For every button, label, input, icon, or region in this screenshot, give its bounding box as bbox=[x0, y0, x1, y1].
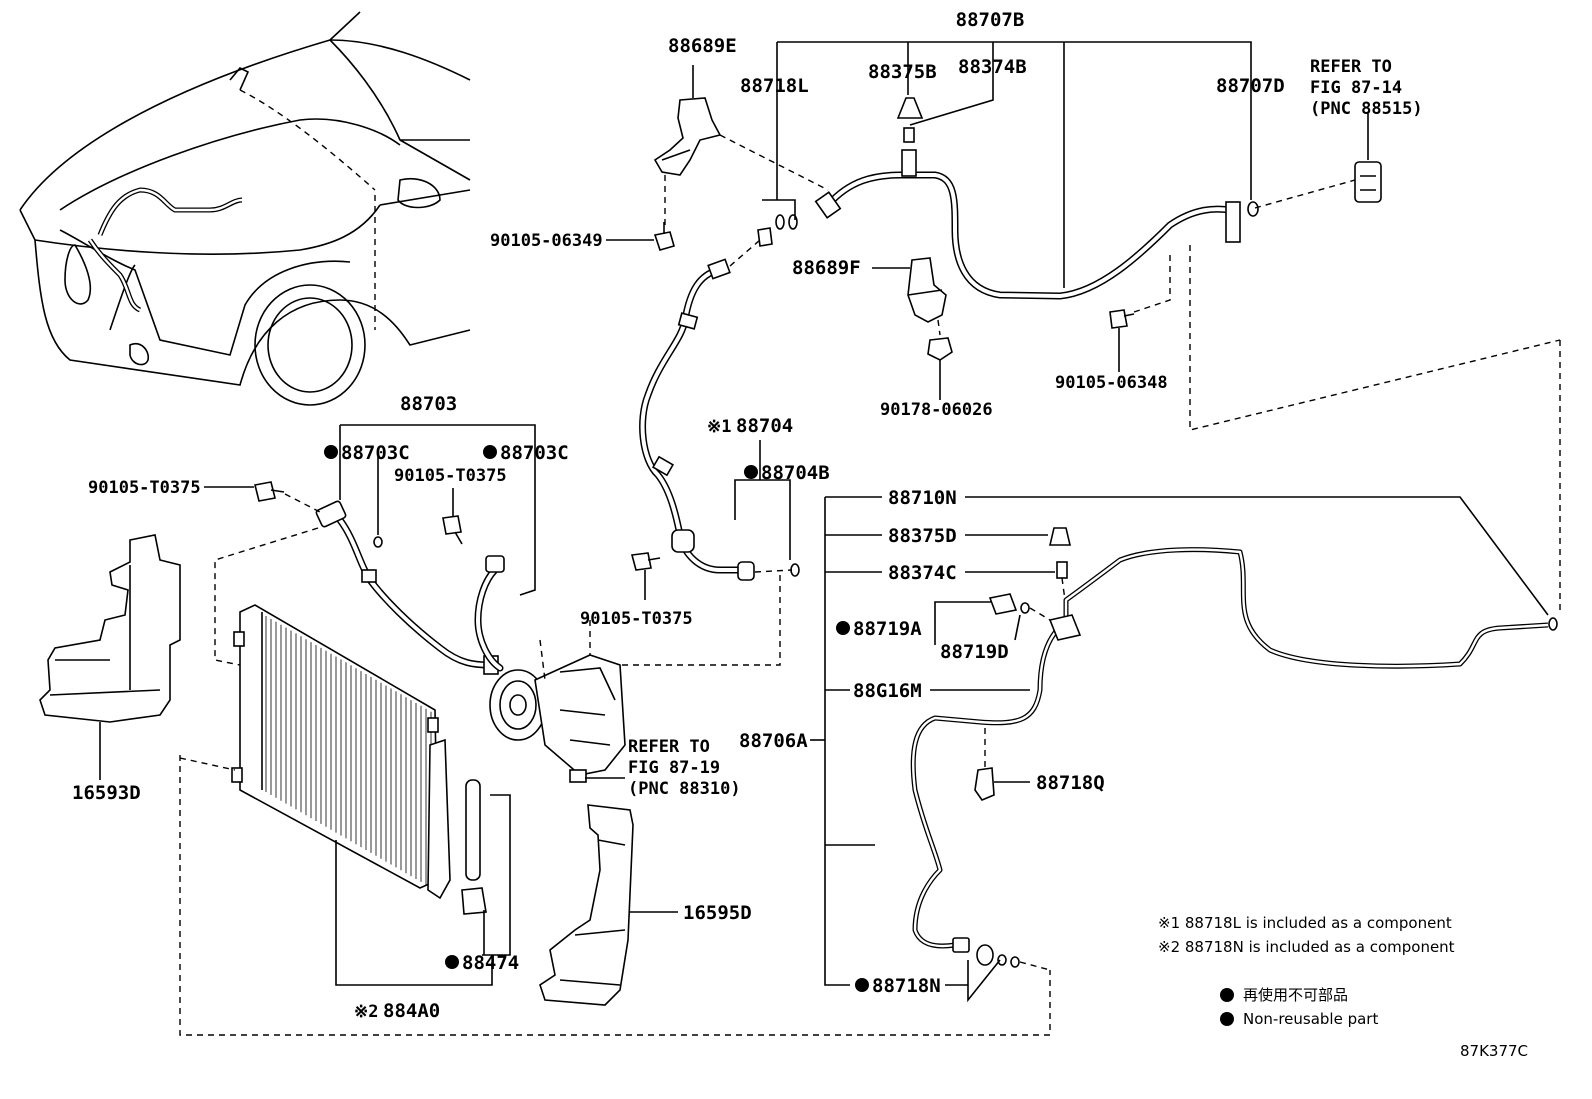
non-reusable-marker bbox=[324, 445, 338, 459]
label-88704: 88704 bbox=[736, 415, 793, 437]
label-88718N: 88718N bbox=[872, 975, 941, 997]
hose-88703-left bbox=[315, 500, 499, 675]
bracket-lines-88703 bbox=[339, 424, 536, 596]
part-88374B-valve bbox=[903, 127, 915, 143]
part-88375D-cap bbox=[1048, 527, 1072, 546]
label-90105-T0375-left: 90105-T0375 bbox=[88, 478, 201, 498]
refer-fig-87-14-line2: FIG 87-14 bbox=[1310, 78, 1402, 98]
hose-88703-right bbox=[474, 555, 505, 672]
label-88704B: 88704B bbox=[761, 462, 830, 484]
label-88718Q: 88718Q bbox=[1036, 772, 1105, 794]
part-90105-06348-bolt bbox=[1109, 309, 1135, 329]
non-reusable-marker bbox=[855, 978, 869, 992]
part-88515-connector bbox=[1354, 161, 1382, 203]
discharge-hose-88704 bbox=[639, 258, 755, 581]
label-88375B: 88375B bbox=[868, 61, 937, 83]
refer-fig-87-19-line2: FIG 87-19 bbox=[628, 758, 720, 778]
refer-fig-87-19-line1: REFER TO bbox=[628, 737, 710, 757]
part-88718Q-sensor bbox=[974, 767, 995, 801]
label-88719A: 88719A bbox=[853, 618, 922, 640]
receiver-88474 bbox=[461, 779, 487, 915]
note-88718N-component: ※2 88718N is included as a component bbox=[1158, 938, 1455, 956]
label-90105-06348: 90105-06348 bbox=[1055, 373, 1168, 393]
bracket-lines-88706A bbox=[810, 496, 1549, 986]
label-88374C: 88374C bbox=[888, 562, 957, 584]
label-884A0: 884A0 bbox=[383, 1000, 440, 1022]
legend-non-reusable-jp: 再使用不可部品 bbox=[1243, 986, 1348, 1004]
label-16593D: 16593D bbox=[72, 782, 141, 804]
label-88707B: 88707B bbox=[956, 9, 1025, 31]
part-88374C-valve bbox=[1056, 561, 1068, 579]
note-88718L-component: ※1 88718L is included as a component bbox=[1158, 914, 1452, 932]
bracket-lines-88707B bbox=[776, 41, 1252, 288]
part-88719A-switch bbox=[988, 593, 1030, 615]
legend-marker-jp bbox=[1220, 988, 1234, 1002]
part-16595D-shroud bbox=[539, 804, 634, 1006]
vehicle-illustration bbox=[19, 11, 471, 406]
label-16595D: 16595D bbox=[683, 902, 752, 924]
label-88703C-left: 88703C bbox=[341, 442, 410, 464]
compressor-illustration bbox=[489, 639, 626, 783]
label-88703C-right: 88703C bbox=[500, 442, 569, 464]
part-88689F-bracket bbox=[907, 257, 947, 323]
label-88710N: 88710N bbox=[888, 487, 957, 509]
label-88375D: 88375D bbox=[888, 525, 957, 547]
label-884A0-prefix: ※2 bbox=[354, 1002, 378, 1022]
label-88719D: 88719D bbox=[940, 641, 1009, 663]
label-90105-T0375-mid: 90105-T0375 bbox=[394, 466, 507, 486]
non-reusable-marker bbox=[744, 465, 758, 479]
part-88718N-orings bbox=[967, 944, 1020, 1003]
label-88374B: 88374B bbox=[958, 56, 1027, 78]
liquid-pipe-88G16M bbox=[910, 614, 1082, 953]
part-88707D-oring bbox=[1247, 201, 1259, 217]
label-90178-06026: 90178-06026 bbox=[880, 400, 993, 420]
part-labels: 88707B 88689E 88718L 88375B 88374B 88707… bbox=[72, 9, 1423, 1022]
non-reusable-marker bbox=[483, 445, 497, 459]
refer-fig-87-14-line3: (PNC 88515) bbox=[1310, 99, 1423, 119]
label-88718L: 88718L bbox=[740, 75, 809, 97]
part-16593D-shroud bbox=[39, 534, 181, 723]
label-88689F: 88689F bbox=[792, 257, 861, 279]
label-88689E: 88689E bbox=[668, 35, 737, 57]
label-88474: 88474 bbox=[462, 952, 519, 974]
figure-code: 87K377C bbox=[1460, 1042, 1528, 1060]
part-90105-T0375-bolt-mid bbox=[442, 515, 463, 545]
legend-non-reusable-en: Non-reusable part bbox=[1243, 1010, 1378, 1028]
suction-hose-upper bbox=[814, 149, 1241, 300]
label-90105-06349: 90105-06349 bbox=[490, 231, 603, 251]
label-88G16M: 88G16M bbox=[853, 680, 922, 702]
part-90178-06026-nut bbox=[927, 337, 953, 361]
label-90105-T0375-right: 90105-T0375 bbox=[580, 609, 693, 629]
legend-marker-en bbox=[1220, 1012, 1234, 1026]
part-90105-06349-bolt bbox=[653, 222, 675, 251]
notes-legend: ※1 88718L is included as a component ※2 … bbox=[1158, 914, 1528, 1060]
part-90105-T0375-bolt-right bbox=[630, 552, 661, 571]
part-90105-T0375-bolt-left bbox=[254, 481, 285, 502]
part-88689E-bracket bbox=[653, 97, 722, 176]
label-88707D: 88707D bbox=[1216, 75, 1285, 97]
label-88703: 88703 bbox=[400, 393, 457, 415]
liquid-pipe-88710N bbox=[1063, 547, 1558, 669]
non-reusable-marker bbox=[445, 955, 459, 969]
refer-fig-87-19-line3: (PNC 88310) bbox=[628, 779, 741, 799]
label-88706A: 88706A bbox=[739, 730, 808, 752]
refer-fig-87-14-line1: REFER TO bbox=[1310, 57, 1392, 77]
non-reusable-marker bbox=[836, 621, 850, 635]
part-88718L-orings bbox=[757, 199, 798, 247]
label-88704-prefix: ※1 bbox=[707, 417, 731, 437]
part-88375B-cap bbox=[896, 97, 924, 119]
condenser-illustration bbox=[231, 604, 451, 900]
